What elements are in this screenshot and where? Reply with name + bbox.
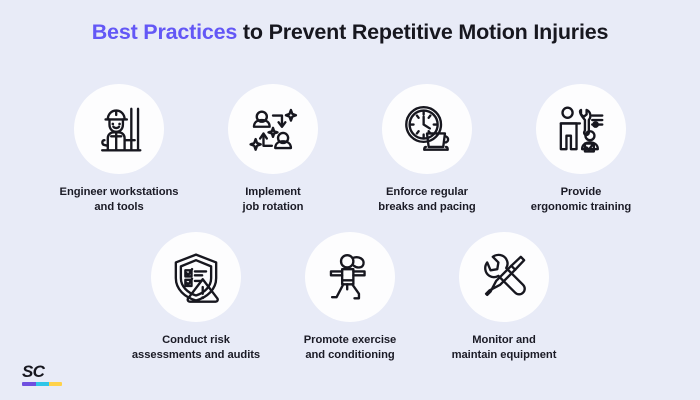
- caption-line-1: Provide: [560, 186, 602, 198]
- page-title: Best Practices to Prevent Repetitive Mot…: [0, 20, 700, 46]
- caption-line-2: and conditioning: [305, 348, 395, 361]
- shield-risk-checklist-icon: [174, 253, 219, 303]
- brand-logo[interactable]: SC: [22, 363, 68, 386]
- practice-item-ergonomic-training: Provide ergonomic training: [504, 84, 658, 215]
- worker-hardhat-icon: [101, 107, 142, 152]
- icon-circle: [305, 232, 395, 322]
- caption-line-2: assessments and audits: [131, 348, 261, 361]
- brand-logo-bar-segment-purple: [22, 382, 36, 386]
- caption-line-2: maintain equipment: [451, 348, 557, 361]
- exercise-stretching-icon: [329, 253, 366, 300]
- practice-caption: Provide ergonomic training: [531, 185, 631, 215]
- caption-line-1: Promote exercise: [303, 334, 397, 346]
- ergonomic-training-icon: [559, 106, 604, 153]
- clock-coffee-break-icon: [405, 105, 450, 151]
- brand-logo-bar-segment-cyan: [35, 382, 49, 386]
- practice-caption: Promote exercise and conditioning: [303, 333, 397, 363]
- caption-line-2: and tools: [94, 200, 144, 213]
- icon-circle: [382, 84, 472, 174]
- page-title-accent: Best Practices: [91, 20, 238, 44]
- practice-caption: Engineer workstations and tools: [60, 185, 179, 215]
- icon-circle: [536, 84, 626, 174]
- icon-circle: [74, 84, 164, 174]
- practice-item-risk-assessment: Conduct risk assessments and audits: [119, 232, 273, 363]
- job-rotation-people-icon: [249, 108, 298, 151]
- practice-caption: Conduct risk assessments and audits: [132, 333, 260, 363]
- practice-item-regular-breaks: Enforce regular breaks and pacing: [350, 84, 504, 215]
- practices-row-2: Conduct risk assessments and audits: [0, 232, 700, 363]
- caption-line-1: Conduct risk: [162, 334, 230, 346]
- icon-circle: [151, 232, 241, 322]
- caption-line-1: Implement: [245, 186, 301, 198]
- wrench-screwdriver-icon: [484, 253, 526, 297]
- practice-caption: Enforce regular breaks and pacing: [378, 185, 475, 215]
- brand-logo-bar: [22, 382, 62, 386]
- practice-item-promote-exercise: Promote exercise and conditioning: [273, 232, 427, 363]
- brand-logo-text: SC: [22, 362, 45, 381]
- practice-item-maintain-equipment: Monitor and maintain equipment: [427, 232, 581, 363]
- caption-line-2: breaks and pacing: [378, 200, 476, 213]
- caption-line-1: Enforce regular: [386, 186, 468, 198]
- brand-logo-bar-segment-yellow: [48, 382, 62, 386]
- practice-caption: Monitor and maintain equipment: [452, 333, 557, 363]
- icon-circle: [459, 232, 549, 322]
- practice-caption: Implement job rotation: [243, 185, 304, 215]
- caption-line-1: Engineer workstations: [59, 186, 179, 198]
- practices-row-1: Engineer workstations and tools: [0, 84, 700, 215]
- page-title-rest: to Prevent Repetitive Motion Injuries: [237, 20, 609, 44]
- caption-line-2: job rotation: [242, 200, 304, 213]
- caption-line-1: Monitor and: [472, 334, 536, 346]
- icon-circle: [228, 84, 318, 174]
- caption-line-2: ergonomic training: [530, 200, 632, 213]
- practice-item-engineer-workstations: Engineer workstations and tools: [42, 84, 196, 215]
- practice-item-job-rotation: Implement job rotation: [196, 84, 350, 215]
